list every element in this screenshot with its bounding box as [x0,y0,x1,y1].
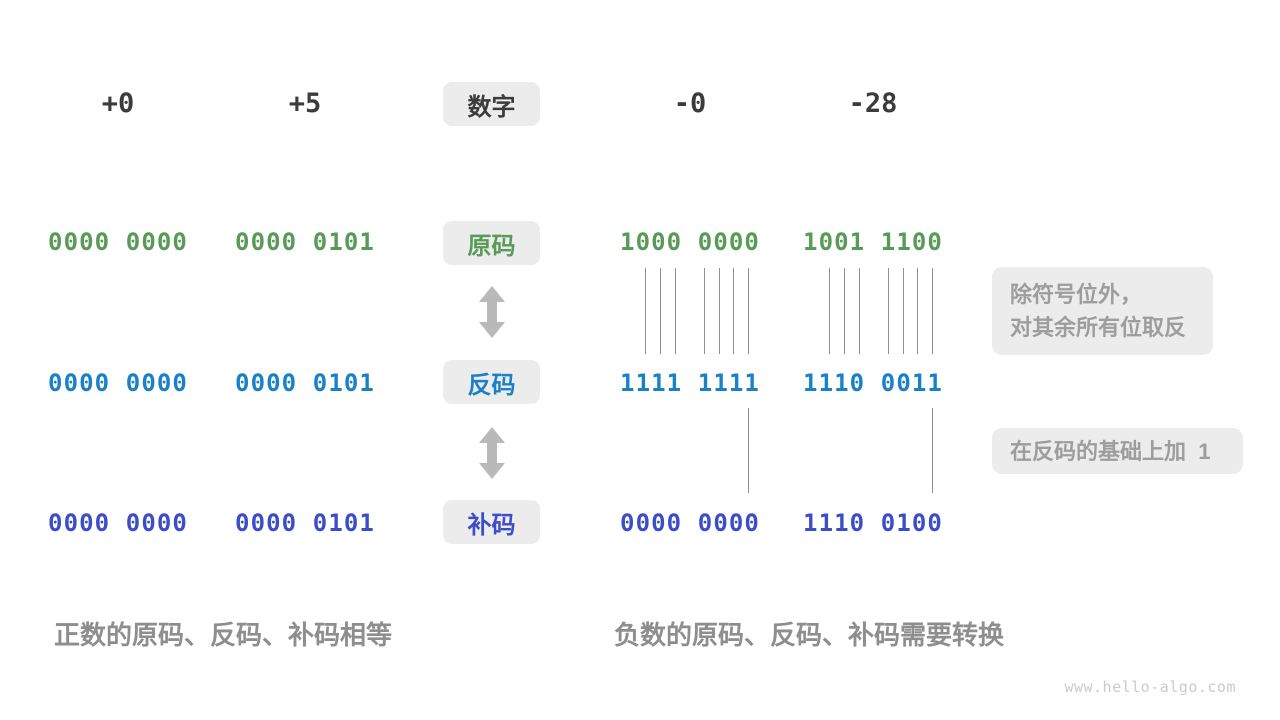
bit-connector-line [932,268,933,354]
note-line: 除符号位外， [1010,282,1143,307]
column-header-minus0: -0 [673,88,707,119]
binary-value: 0000 0000 [620,509,760,537]
note-box-invert-bits: 除符号位外， 对其余所有位取反 [992,267,1213,355]
bit-connector-line [859,268,860,354]
updown-arrow-icon [479,427,505,479]
row-label-box-ones-complement: 反码 [443,360,540,404]
column-header-plus0: +0 [101,88,135,119]
binary-value: 0000 0101 [235,228,375,256]
bit-connector-line [888,268,889,354]
bit-connector-line [645,268,646,354]
bit-connector-line [675,268,676,354]
binary-value: 0000 0000 [48,228,188,256]
bit-connector-line [704,268,705,354]
bit-connector-line [719,268,720,354]
binary-value: 1110 0011 [803,369,943,397]
binary-value: 0000 0101 [235,369,375,397]
bit-connector-line [917,268,918,354]
number-label-box: 数字 [443,82,540,126]
bit-connector-line [903,268,904,354]
caption-positive-numbers: 正数的原码、反码、补码相等 [54,620,393,650]
binary-value: 1111 1111 [620,369,760,397]
bit-connector-line [829,268,830,354]
row-label-box-sign-magnitude: 原码 [443,221,540,265]
bit-connector-line [660,268,661,354]
bit-connector-line [748,408,749,493]
row-label-box-twos-complement: 补码 [443,500,540,544]
binary-value: 0000 0000 [48,509,188,537]
note-line: 在反码的基础上加 1 [1010,438,1211,464]
bit-connector-line [733,268,734,354]
note-box-add-one: 在反码的基础上加 1 [992,428,1243,474]
column-header-minus28: -28 [848,88,898,119]
bit-connector-line [932,408,933,493]
updown-arrow-icon [479,286,505,338]
binary-value: 0000 0101 [235,509,375,537]
watermark: www.hello-algo.com [1064,678,1236,696]
caption-negative-numbers: 负数的原码、反码、补码需要转换 [614,620,1005,650]
binary-value: 0000 0000 [48,369,188,397]
binary-value: 1000 0000 [620,228,760,256]
binary-value: 1001 1100 [803,228,943,256]
note-line: 对其余所有位取反 [1010,315,1187,340]
binary-value: 1110 0100 [803,509,943,537]
bit-connector-line [844,268,845,354]
column-header-plus5: +5 [288,88,322,119]
bit-connector-line [748,268,749,354]
